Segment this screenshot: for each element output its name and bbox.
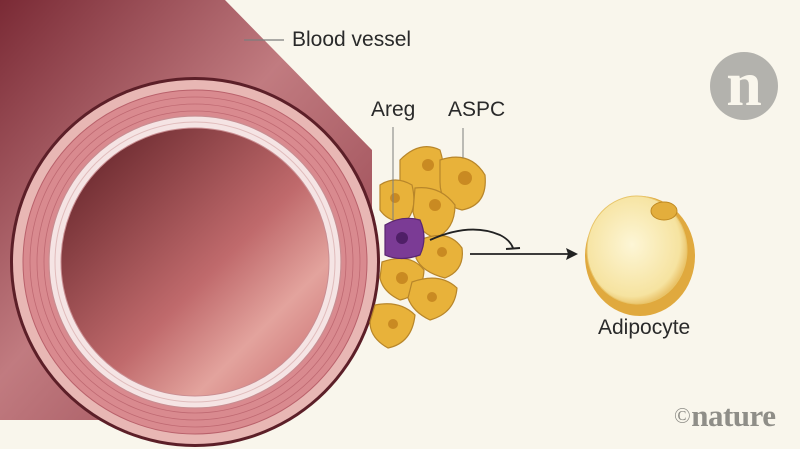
credit-text: nature <box>691 398 776 433</box>
copyright-icon: © <box>674 403 691 428</box>
nature-credit: ©nature <box>674 398 776 434</box>
aspc-cluster <box>369 146 486 349</box>
nature-logo-icon: n <box>710 48 778 120</box>
adipocyte-nucleus <box>650 201 678 221</box>
adipocyte-cell <box>585 195 695 316</box>
inhibition-arrow <box>429 228 514 249</box>
aspc-cell <box>415 234 463 279</box>
areg-label: Areg <box>371 98 416 121</box>
aspc-label: ASPC <box>448 98 506 121</box>
blood-vessel-label: Blood vessel <box>292 28 412 51</box>
nature-logo-letter: n <box>726 48 762 119</box>
vessel-lumen <box>60 127 330 397</box>
adipocyte-label: Adipocyte <box>598 316 691 339</box>
arrowhead-icon <box>566 248 578 260</box>
